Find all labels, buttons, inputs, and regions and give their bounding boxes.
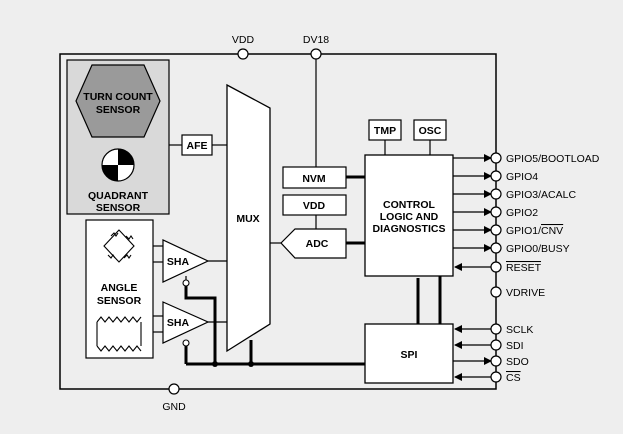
gpio4-pin-icon: [490, 170, 502, 182]
gnd-pin-icon: [168, 383, 180, 395]
vdrive-pin-icon: [490, 286, 502, 298]
control-label-2: LOGIC AND: [380, 211, 439, 223]
gpio5-pin-icon: [490, 152, 502, 164]
sdo-pin-icon: [490, 355, 502, 367]
angle-bridge-icon-1: [103, 229, 135, 263]
gpio2-pin-icon: [490, 206, 502, 218]
sdi-pin-label: SDI: [506, 340, 524, 352]
control-logic-block: [364, 154, 454, 277]
gnd-pin-label: GND: [162, 401, 186, 413]
gpio3-pin-label: GPIO3/ACALC: [506, 189, 576, 201]
mux-label: MUX: [236, 213, 259, 225]
turn-count-sensor-hexagon: [75, 64, 161, 138]
gpio2-pin-label: GPIO2: [506, 207, 538, 219]
sclk-pin-label: SCLK: [506, 324, 533, 336]
cs-pin-icon: [490, 371, 502, 383]
turn-count-label-1: TURN COUNT: [83, 91, 153, 103]
tmp-label: TMP: [374, 125, 396, 137]
control-label-3: DIAGNOSTICS: [373, 223, 446, 235]
gpio5-pin-label: GPIO5/BOOTLOAD: [506, 153, 600, 165]
vdd-pin-icon: [237, 48, 249, 60]
gpio1-pin-label: GPIO1/CNV: [506, 225, 563, 237]
reset-pin-label: RESET: [506, 262, 542, 274]
sdi-pin-icon: [490, 339, 502, 351]
gpio-wires: [453, 154, 492, 381]
quadrant-label-1: QUADRANT: [88, 190, 149, 202]
gpio0-pin-icon: [490, 242, 502, 254]
control-label-1: CONTROL: [383, 199, 435, 211]
sclk-pin-icon: [490, 323, 502, 335]
reset-pin-icon: [490, 261, 502, 273]
quadrant-sensor-icon: [101, 148, 135, 182]
chip-outline: [59, 53, 497, 390]
vdd-pin-label: VDD: [232, 34, 255, 46]
adc-label: ADC: [306, 238, 329, 250]
spi-label: SPI: [401, 349, 418, 361]
vdd-block-label: VDD: [303, 200, 326, 212]
dv18-pin-icon: [310, 48, 322, 60]
gpio1-pin-icon: [490, 224, 502, 236]
sha1-label: SHA: [167, 256, 190, 268]
sha-amplifier-1: [162, 239, 210, 283]
angle-label-2: SENSOR: [97, 295, 142, 307]
sha-amplifier-2: [162, 301, 210, 344]
angle-bridge-icon-2: [96, 316, 142, 352]
vdd-block: [282, 194, 347, 216]
gpio3-pin-icon: [490, 188, 502, 200]
sha2-label: SHA: [167, 317, 190, 329]
gpio0-pin-label: GPIO0/BUSY: [506, 243, 570, 255]
gpio4-pin-label: GPIO4: [506, 171, 538, 183]
cs-pin-label: CS: [506, 372, 521, 384]
turn-count-label-2: SENSOR: [96, 104, 141, 116]
angle-label-1: ANGLE: [101, 282, 138, 294]
mux-block: [226, 83, 271, 353]
osc-label: OSC: [419, 125, 442, 137]
afe-label: AFE: [187, 140, 208, 152]
quadrant-label-2: SENSOR: [96, 202, 141, 214]
sdo-pin-label: SDO: [506, 356, 529, 368]
vdrive-pin-label: VDRIVE: [506, 287, 545, 299]
nvm-label: NVM: [302, 173, 326, 185]
spi-block: [364, 323, 454, 384]
dv18-pin-label: DV18: [303, 34, 329, 46]
